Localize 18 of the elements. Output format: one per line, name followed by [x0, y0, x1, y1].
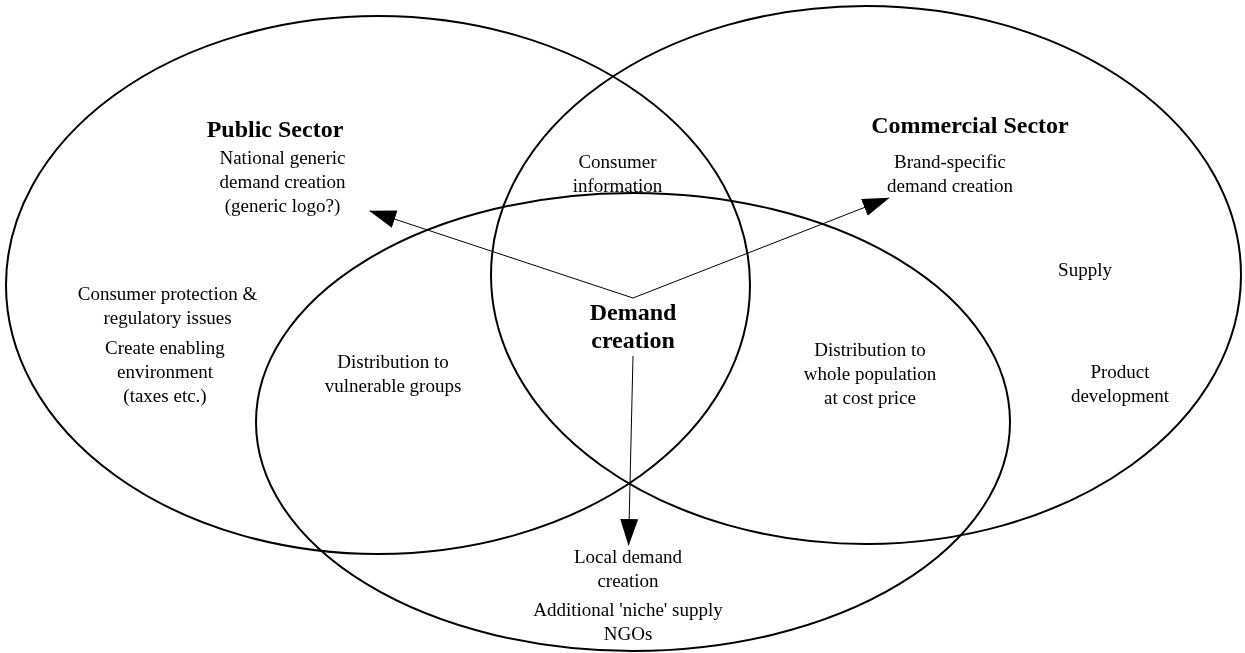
text-label: Brand-specific demand creation: [865, 150, 1035, 198]
sector-note: Additional 'niche' supply: [532, 598, 724, 622]
arrow: [632, 197, 890, 299]
central-label: Demand creation: [560, 298, 706, 356]
sector-note: NGOs: [602, 622, 654, 646]
overlap-label: Distribution to whole population at cost price: [802, 338, 938, 410]
sector-note: Consumer protection & regulatory issues: [76, 282, 259, 330]
sector-note: Supply: [1057, 258, 1113, 282]
sector-heading: Commercial Sector: [870, 111, 1070, 139]
text-label: National generic demand creation (generic logo?): [195, 146, 370, 218]
overlap-label: Distribution to vulnerable groups: [323, 350, 463, 398]
text-label: Local demand creation: [558, 545, 698, 593]
sector-note: Create enabling environment (taxes etc.): [104, 336, 226, 408]
overlap-label: Consumer information: [571, 150, 664, 198]
sector-heading: Public Sector: [205, 115, 345, 143]
arrow: [620, 355, 639, 546]
arrow: [369, 210, 634, 299]
sector-note: Product development: [1069, 360, 1171, 408]
